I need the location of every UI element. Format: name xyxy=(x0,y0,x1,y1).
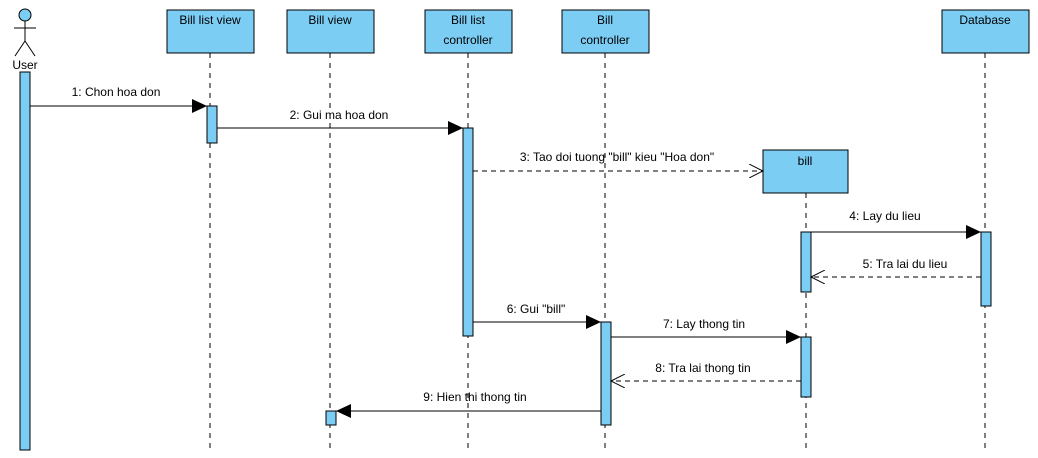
message-label: 3: Tao doi tuong "bill" kieu "Hoa don" xyxy=(520,150,714,164)
object-bill: bill xyxy=(762,149,849,194)
stick-figure-icon xyxy=(14,8,36,57)
message-label: 9: Hien thi thong tin xyxy=(423,390,526,404)
message-6: 6: Gui "bill" xyxy=(473,302,601,329)
message-9: 9: Hien thi thong tin xyxy=(336,390,601,418)
message-label: 2: Gui ma hoa don xyxy=(290,108,389,122)
activation-bar xyxy=(600,321,612,426)
message-label: 7: Lay thong tin xyxy=(663,317,745,331)
message-label: 1: Chon hoa don xyxy=(72,85,161,99)
message-2: 2: Gui ma hoa don xyxy=(217,108,463,135)
participant-label: Bill view xyxy=(308,13,352,27)
participant-label: controller xyxy=(443,33,492,47)
message-label: 8: Tra lai thong tin xyxy=(655,361,750,375)
message-label: 6: Gui "bill" xyxy=(507,302,566,316)
participant-bill-list-controller: Bill list controller xyxy=(424,9,513,54)
activation-bars xyxy=(19,71,992,451)
activation-bar xyxy=(800,231,812,293)
participant-bill-list-view: Bill list view xyxy=(166,9,255,54)
participant-database: Database xyxy=(941,9,1030,54)
activation-bar xyxy=(325,410,337,426)
message-1: 1: Chon hoa don xyxy=(30,85,207,113)
participant-bill-view: Bill view xyxy=(286,9,375,54)
participant-label: Bill list xyxy=(451,13,486,27)
message-label: 5: Tra lai du lieu xyxy=(863,257,948,271)
activation-bar xyxy=(980,231,992,307)
participant-label: Bill list view xyxy=(179,13,241,27)
message-4: 4: Lay du lieu xyxy=(811,209,981,239)
activation-bar xyxy=(800,336,812,398)
activation-bar xyxy=(19,71,31,451)
object-label: bill xyxy=(798,154,813,168)
user-actor: User xyxy=(12,8,38,72)
message-8: 8: Tra lai thong tin xyxy=(611,361,801,381)
participant-label: Bill xyxy=(597,13,613,27)
participant-bill-controller: Bill controller xyxy=(561,9,650,54)
participant-label: controller xyxy=(580,33,629,47)
activation-bar xyxy=(462,127,474,337)
message-5: 5: Tra lai du lieu xyxy=(811,257,981,277)
participant-label: Database xyxy=(959,13,1011,27)
actor-label: User xyxy=(12,58,37,72)
message-label: 4: Lay du lieu xyxy=(849,209,920,223)
message-7: 7: Lay thong tin xyxy=(611,317,801,344)
message-3: 3: Tao doi tuong "bill" kieu "Hoa don" xyxy=(473,150,763,171)
activation-bar xyxy=(206,105,218,144)
